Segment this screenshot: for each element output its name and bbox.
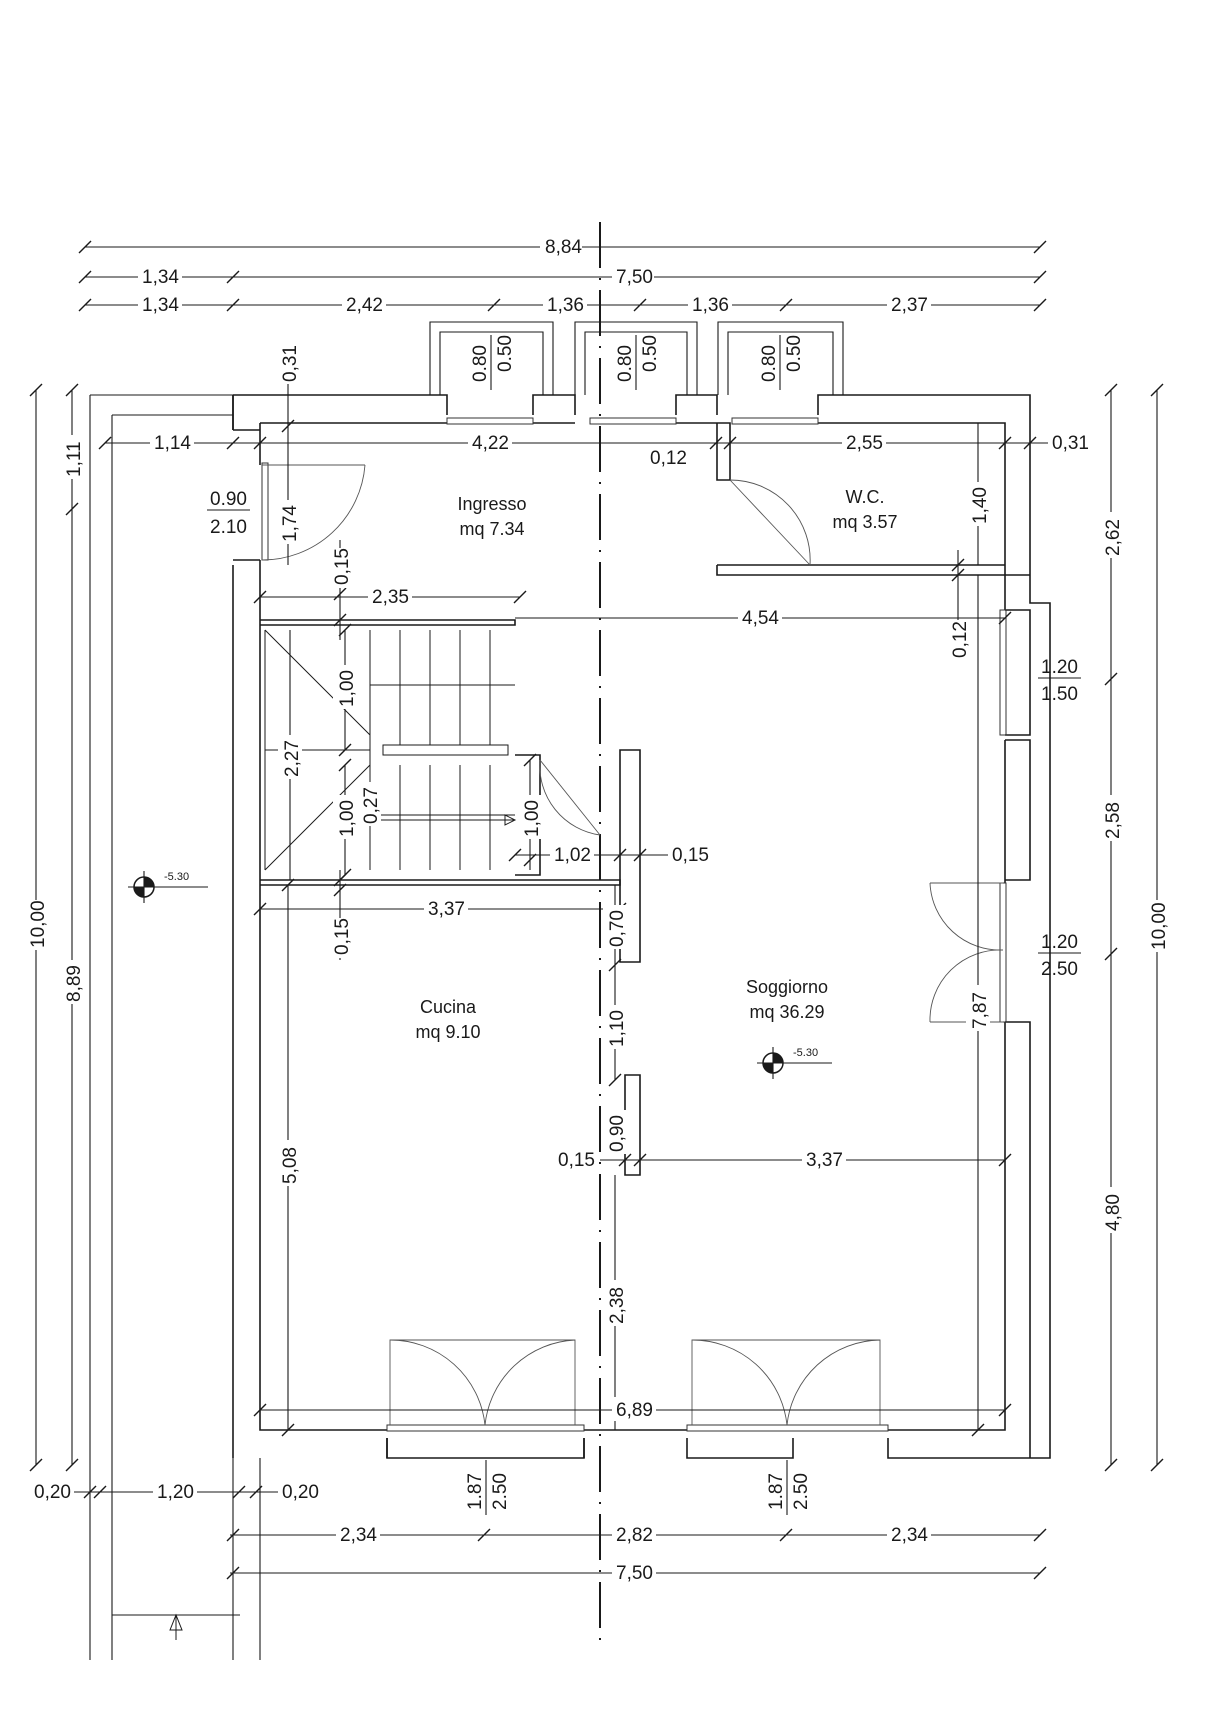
bot-door1-w: 1.87 — [465, 1473, 486, 1510]
level-label-right: -5.30 — [793, 1047, 818, 1059]
dim-bot-r2-0: 2,34 — [340, 1525, 377, 1546]
dim-right-1: 2,58 — [1103, 802, 1124, 839]
level-marker: -5.30 — [128, 871, 208, 903]
dim-top-total: 8,84 — [545, 237, 582, 258]
dim-left-total: 10,00 — [28, 900, 49, 948]
dim-110: 1,10 — [607, 1010, 628, 1047]
window-labels-top: 0.80 0.50 0.80 0.50 0.80 0.50 — [470, 335, 805, 390]
dim-int-0: 1,14 — [154, 433, 191, 454]
right-door-w: 1.20 — [1041, 932, 1078, 953]
dim-031: 0,31 — [280, 345, 301, 382]
dim-100b: 1,00 — [337, 800, 358, 837]
dim-top-r3-0: 1,34 — [142, 295, 179, 316]
right-window-w: 1.20 — [1041, 657, 1078, 678]
dimension-left: 10,00 1,11 8,89 — [24, 383, 85, 1472]
entry-door-label: 0.90 2.10 — [207, 489, 250, 538]
room-soggiorno-area: mq 36.29 — [749, 1002, 824, 1022]
dim-right-total: 10,00 — [1149, 902, 1170, 950]
right-door-h: 2.50 — [1041, 959, 1078, 980]
walls — [89, 321, 1051, 1660]
dim-337a: 3,37 — [428, 899, 465, 920]
win3-w: 0.80 — [759, 345, 780, 382]
room-labels: Ingresso mq 7.34 W.C. mq 3.57 Cucina mq … — [415, 487, 897, 1042]
bot-door1-h: 2.50 — [490, 1473, 511, 1510]
dimension-interior: 0,31 1,74 0,15 2,35 4,54 1,40 0,12 — [253, 340, 1012, 1437]
dim-235: 2,35 — [372, 587, 409, 608]
dim-bot-r1-2: 0,20 — [282, 1482, 319, 1503]
win1-w: 0.80 — [470, 345, 491, 382]
dim-027: 0,27 — [361, 787, 382, 824]
room-soggiorno-name: Soggiorno — [746, 977, 828, 997]
dim-015c: 0,15 — [332, 918, 353, 955]
level-marker: -5.30 — [757, 1047, 832, 1079]
right-opening-labels: 1.20 1.50 1.20 2.50 — [1038, 657, 1081, 980]
entry-door-w: 0.90 — [210, 489, 247, 510]
dim-227: 2,27 — [282, 740, 303, 777]
dim-012: 0,12 — [950, 621, 971, 658]
door-swings — [261, 464, 1004, 1426]
dim-bot-total: 7,50 — [616, 1563, 653, 1584]
dim-100a: 1,00 — [337, 670, 358, 707]
dim-454: 4,54 — [742, 608, 779, 629]
right-window-h: 1.50 — [1041, 684, 1078, 705]
room-wc-name: W.C. — [846, 487, 885, 507]
dim-140: 1,40 — [970, 487, 991, 524]
win2-h: 0.50 — [640, 335, 661, 372]
dim-015d: 0,15 — [558, 1150, 595, 1171]
dim-015b: 0,15 — [672, 845, 709, 866]
dim-left-0: 1,11 — [64, 441, 85, 477]
win2-w: 0.80 — [615, 345, 636, 382]
dim-top-r3-3: 1,36 — [692, 295, 729, 316]
dim-bot-r2-2: 2,34 — [891, 1525, 928, 1546]
dim-015a: 0,15 — [332, 548, 353, 585]
dim-337b: 3,37 — [806, 1150, 843, 1171]
dim-top-r3-1: 2,42 — [346, 295, 383, 316]
dim-787: 7,87 — [970, 992, 991, 1029]
dim-top-r2-1: 7,50 — [616, 267, 653, 288]
dim-100c: 1,00 — [522, 800, 543, 837]
staircase — [169, 629, 517, 1640]
dim-102: 1,02 — [554, 845, 591, 866]
bot-door2-w: 1.87 — [766, 1473, 787, 1510]
win3-h: 0.50 — [784, 335, 805, 372]
dimension-bottom: 0,20 1,20 0,20 2,34 2,82 2,34 7,50 — [30, 1479, 1047, 1584]
entry-door-h: 2.10 — [210, 517, 247, 538]
dim-bot-r2-1: 2,82 — [616, 1525, 653, 1546]
dim-top-r3-2: 1,36 — [547, 295, 584, 316]
dim-689: 6,89 — [616, 1400, 653, 1421]
level-label-left: -5.30 — [164, 871, 189, 883]
dimension-interior-top: 1,14 4,22 0,12 2,55 0,31 — [98, 430, 1092, 469]
dim-090: 0,90 — [607, 1115, 628, 1152]
dimension-right: 2,62 2,58 4,80 10,00 — [1099, 383, 1170, 1472]
dim-int-4: 0,31 — [1052, 433, 1089, 454]
dim-right-0: 2,62 — [1103, 519, 1124, 556]
dim-508: 5,08 — [280, 1147, 301, 1184]
room-ingresso-area: mq 7.34 — [459, 519, 524, 539]
dim-int-1: 4,22 — [472, 433, 509, 454]
dim-top-r3-4: 2,37 — [891, 295, 928, 316]
dim-174: 1,74 — [280, 505, 301, 542]
room-cucina-name: Cucina — [420, 997, 477, 1017]
dim-238: 2,38 — [607, 1287, 628, 1324]
win1-h: 0.50 — [495, 335, 516, 372]
dim-left-1: 8,89 — [64, 965, 85, 1002]
bot-door2-h: 2.50 — [791, 1473, 812, 1510]
room-wc-area: mq 3.57 — [832, 512, 897, 532]
dim-top-r2-0: 1,34 — [142, 267, 179, 288]
dim-bot-r1-1: 1,20 — [157, 1482, 194, 1503]
dim-int-3: 2,55 — [846, 433, 883, 454]
dim-bot-r1-0: 0,20 — [34, 1482, 71, 1503]
bottom-door-labels: 1.87 2.50 1.87 2.50 — [465, 1460, 812, 1515]
dim-right-2: 4,80 — [1103, 1194, 1124, 1231]
window-glazing — [261, 417, 1007, 1432]
dim-int-2: 0,12 — [650, 448, 687, 469]
room-ingresso-name: Ingresso — [457, 494, 526, 514]
dim-070: 0,70 — [607, 910, 628, 947]
room-cucina-area: mq 9.10 — [415, 1022, 480, 1042]
dimension-labels-top: 8,84 1,34 7,50 1,34 2,42 1,36 1,36 2,37 — [138, 234, 931, 316]
